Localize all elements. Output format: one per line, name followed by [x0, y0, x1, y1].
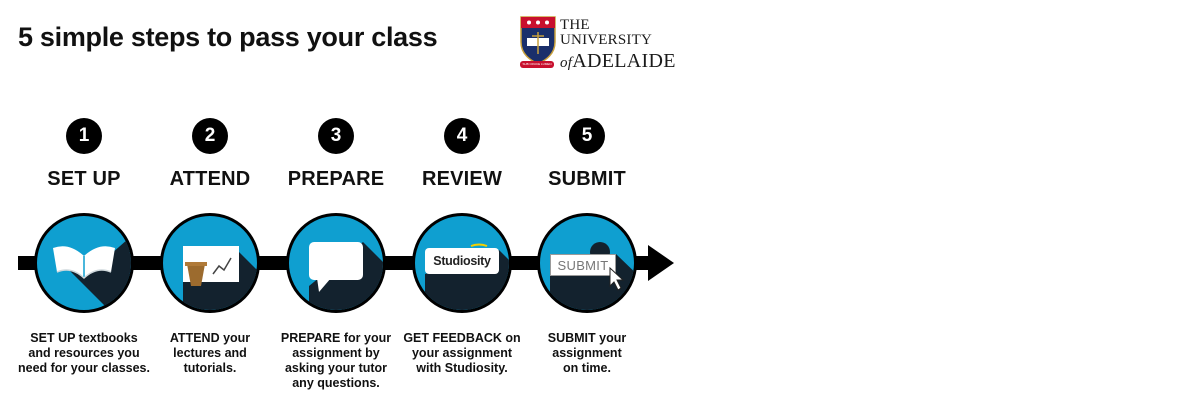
logo-motto: SUB CRUCE LUMEN	[520, 61, 554, 68]
step-icon-circle	[160, 213, 260, 313]
step-description: SUBMIT your assignment on time.	[547, 331, 627, 375]
logo-line-2: ofADELAIDE	[560, 51, 678, 71]
step-icon-circle: SUBMIT	[537, 213, 637, 313]
university-logo: SUB CRUCE LUMEN THE UNIVERSITY ofADELAID…	[518, 14, 678, 71]
step-number: 4	[444, 118, 480, 154]
step-number: 1	[66, 118, 102, 154]
speech-bubble-icon	[309, 242, 383, 310]
logo-adelaide: ADELAIDE	[572, 50, 676, 72]
logo-line-1: THE UNIVERSITY	[560, 17, 652, 48]
submit-button-icon: SUBMIT	[550, 254, 616, 276]
step-description: PREPARE for your assignment by asking yo…	[280, 331, 392, 390]
studiosity-logo-icon: Studiosity	[425, 248, 499, 274]
step-3: 3 PREPARE PREPARE for your assignment by…	[266, 0, 406, 400]
step-icon-circle: Studiosity	[412, 213, 512, 313]
logo-of: of	[560, 55, 573, 71]
step-icon-circle	[286, 213, 386, 313]
step-description: GET FEEDBACK on your assignment with Stu…	[403, 331, 521, 375]
open-book-icon	[53, 236, 131, 310]
timeline-arrow-icon	[648, 245, 674, 281]
step-title: REVIEW	[421, 168, 503, 190]
page-title: 5 simple steps to pass your class	[18, 22, 438, 52]
step-description: ATTEND your lectures and tutorials.	[169, 331, 251, 375]
step-number: 5	[569, 118, 605, 154]
step-title: PREPARE	[287, 168, 385, 190]
step-number: 2	[192, 118, 228, 154]
step-4: 4 REVIEW Studiosity GET FEEDBACK on your…	[392, 0, 532, 400]
studiosity-text: Studiosity	[433, 254, 491, 268]
step-1: 1 SET UP SET UP textbooks and resources …	[14, 0, 154, 400]
step-number: 3	[318, 118, 354, 154]
submit-text: SUBMIT	[557, 257, 609, 273]
step-icon-circle	[34, 213, 134, 313]
step-title: SET UP	[47, 168, 121, 190]
step-5: 5 SUBMIT SUBMIT SUBMIT your assignment o…	[517, 0, 657, 400]
step-description: SET UP textbooks and resources you need …	[17, 331, 150, 375]
step-2: 2 ATTEND ATTEND your lectures and tutori…	[140, 0, 280, 400]
lecture-board-icon	[183, 246, 257, 310]
step-title: SUBMIT	[548, 168, 626, 190]
step-title: ATTEND	[169, 168, 251, 190]
